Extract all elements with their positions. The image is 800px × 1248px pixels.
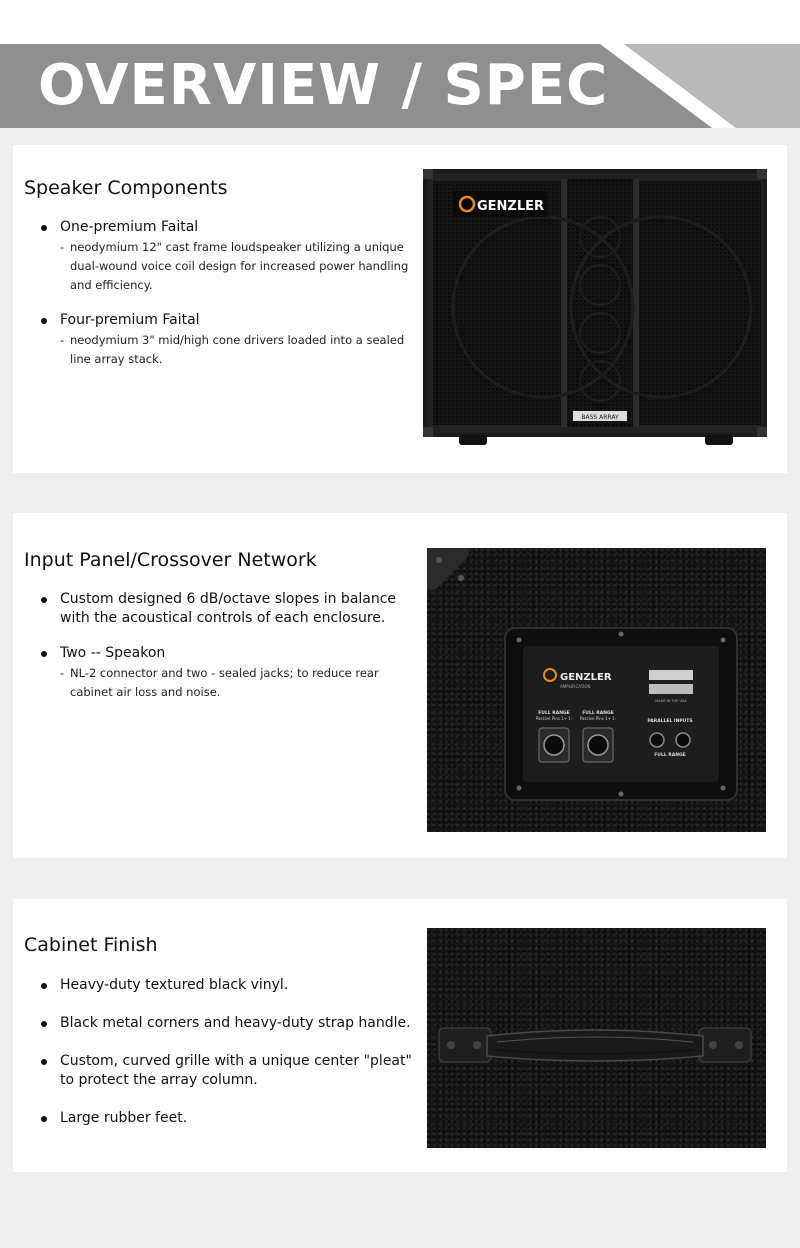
bullet-icon	[41, 983, 47, 989]
top-margin	[0, 0, 800, 44]
section-title: Input Panel/Crossover Network	[24, 549, 317, 571]
item-detail: -neodymium 3" mid/high cone drivers load…	[60, 333, 405, 366]
section-cabinet-finish: Cabinet Finish Heavy-duty textured black…	[13, 899, 787, 1172]
full-range-label: FULL RANGE	[654, 752, 686, 758]
item-text: Four-premium Faital	[60, 312, 200, 328]
list-item: Heavy-duty textured black vinyl.	[39, 976, 414, 995]
input-panel-illustration: GENZLER AMPLIFICATION FULL RANGE Passive…	[427, 548, 738, 801]
bullet-icon	[41, 651, 47, 657]
bullet-icon	[41, 225, 47, 231]
feature-list: Custom designed 6 dB/octave slopes in ba…	[39, 590, 414, 702]
item-detail-text: neodymium 12" cast frame loudspeaker uti…	[70, 240, 409, 292]
speakon-pins-1: Passive Pins 1+ 1-	[536, 716, 573, 721]
section-input-panel: Input Panel/Crossover Network Custom des…	[13, 513, 787, 858]
page-title: OVERVIEW / SPEC	[38, 53, 609, 118]
section-title: Speaker Components	[24, 177, 228, 199]
item-text: Heavy-duty textured black vinyl.	[60, 977, 289, 993]
item-text: Custom designed 6 dB/octave slopes in ba…	[60, 591, 397, 626]
feature-list: Heavy-duty textured black vinyl. Black m…	[39, 976, 414, 1128]
list-item: Custom, curved grille with a unique cent…	[39, 1052, 414, 1090]
bullet-icon	[41, 1116, 47, 1122]
made-in-usa-label: MADE IN THE USA	[655, 699, 687, 703]
speakon-pins-2: Passive Pins 1+ 1-	[580, 716, 617, 721]
bass-array-badge: BASS ARRAY	[581, 414, 619, 421]
item-detail: -neodymium 12" cast frame loudspeaker ut…	[60, 240, 409, 292]
cabinet-handle-image	[427, 928, 766, 1148]
speaker-cabinet-image: GENZLER BASS ARRAY	[423, 167, 769, 449]
bullet-icon	[41, 597, 47, 603]
list-item: Two -- Speakon -NL-2 connector and two -…	[39, 644, 414, 702]
bullet-icon	[41, 1021, 47, 1027]
list-item: Black metal corners and heavy-duty strap…	[39, 1014, 414, 1033]
feature-list: One-premium Faital -neodymium 12" cast f…	[39, 218, 414, 369]
section-speaker-components: Speaker Components One-premium Faital -n…	[13, 145, 787, 473]
input-panel-image: GENZLER AMPLIFICATION FULL RANGE Passive…	[427, 548, 766, 832]
item-text: One-premium Faital	[60, 219, 199, 235]
speakon-label-1: FULL RANGE	[538, 710, 570, 716]
panel-logo: GENZLER	[560, 672, 612, 683]
speakon-label-2: FULL RANGE	[582, 710, 614, 716]
list-item: Four-premium Faital -neodymium 3" mid/hi…	[39, 311, 414, 369]
list-item: One-premium Faital -neodymium 12" cast f…	[39, 218, 414, 295]
section-title: Cabinet Finish	[24, 934, 158, 956]
item-text: Black metal corners and heavy-duty strap…	[60, 1015, 411, 1031]
item-detail-text: neodymium 3" mid/high cone drivers loade…	[70, 333, 405, 366]
cabinet-logo: GENZLER	[477, 199, 544, 214]
overview-banner: OVERVIEW / SPEC	[0, 44, 800, 128]
item-text: Custom, curved grille with a unique cent…	[60, 1053, 412, 1088]
parallel-inputs-label: PARALLEL INPUTS	[647, 718, 692, 724]
bullet-icon	[41, 318, 47, 324]
bullet-icon	[41, 1059, 47, 1065]
item-detail-text: NL-2 connector and two - sealed jacks; t…	[70, 666, 379, 699]
list-item: Large rubber feet.	[39, 1109, 414, 1128]
item-detail: -NL-2 connector and two - sealed jacks; …	[60, 666, 379, 699]
item-text: Two -- Speakon	[60, 645, 166, 661]
speaker-cabinet-illustration: GENZLER BASS ARRAY	[423, 169, 767, 445]
list-item: Custom designed 6 dB/octave slopes in ba…	[39, 590, 414, 628]
panel-logo-sub: AMPLIFICATION	[560, 684, 590, 689]
strap-handle-illustration	[438, 1027, 752, 1063]
item-text: Large rubber feet.	[60, 1110, 188, 1126]
